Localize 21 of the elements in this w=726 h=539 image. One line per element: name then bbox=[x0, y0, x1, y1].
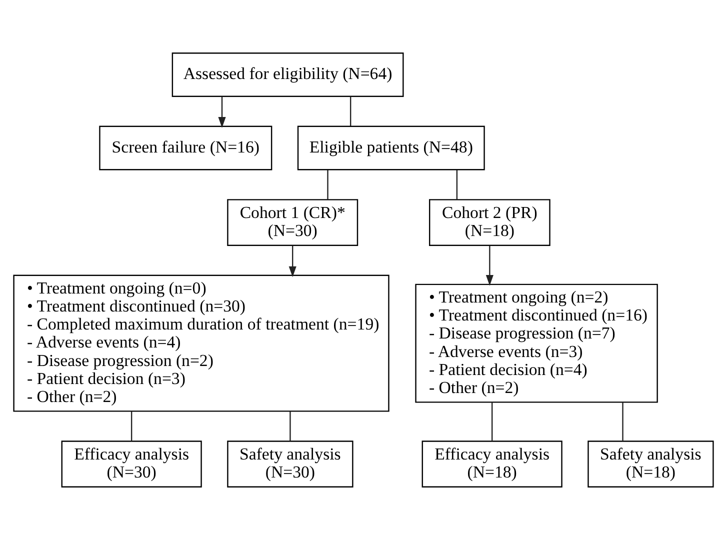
node-box: Efficacy analysis (N=18) bbox=[421, 440, 562, 487]
node-box: • Treatment ongoing (n=0) • Treatment discontinued (n=30) - Completed maximum duration of treatment (n=19) - Adverse events (n=4) - Disease progression (n=2) - Patient decision (n=3) - Other (n=2) bbox=[12, 274, 389, 412]
connector bbox=[456, 169, 458, 199]
connector bbox=[622, 402, 623, 440]
node-box: Safety analysis (N=18) bbox=[587, 440, 714, 487]
node-box: Screen failure (N=16) bbox=[98, 125, 272, 170]
arrow bbox=[485, 245, 493, 286]
node-box: • Treatment ongoing (n=2) • Treatment discontinued (n=16) - Disease progression (n=7) - Adverse events (n=3) - Patient decision (n=4) - Other (n=2) bbox=[414, 283, 658, 402]
node-box: Efficacy analysis (N=30) bbox=[60, 440, 202, 487]
node-box: Safety analysis (N=30) bbox=[226, 440, 353, 487]
arrow bbox=[218, 96, 226, 128]
node-box: Assessed for eligibility (N=64) bbox=[171, 52, 404, 96]
connector bbox=[289, 410, 290, 441]
connector bbox=[349, 96, 351, 126]
connector bbox=[130, 410, 132, 441]
connector bbox=[326, 169, 328, 199]
node-box: Cohort 1 (CR)* (N=30) bbox=[226, 198, 358, 246]
arrow bbox=[288, 245, 296, 277]
node-box: Eligible patients (N=48) bbox=[296, 125, 484, 170]
connector bbox=[490, 402, 492, 440]
node-box: Cohort 2 (PR) (N=18) bbox=[428, 198, 550, 246]
